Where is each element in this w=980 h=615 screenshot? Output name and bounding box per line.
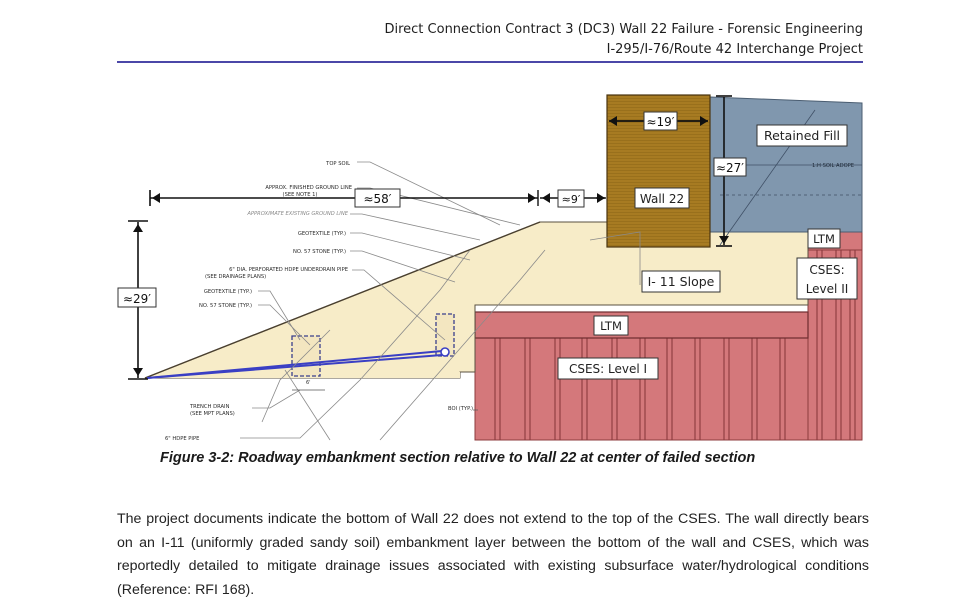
callout-geotextile-1: GEOTEXTILE (TYP.) [298,231,346,237]
body-paragraph: The project documents indicate the botto… [117,511,869,598]
header-title: Direct Connection Contract 3 (DC3) Wall … [384,22,863,37]
header-subtitle: I-295/I-76/Route 42 Interchange Project [606,42,863,57]
callout-hdpe-pipe: 6" HDPE PIPE [165,436,199,442]
dimension-19-label: ≈19′ [646,115,674,129]
document-header: Direct Connection Contract 3 (DC3) Wall … [384,20,863,60]
callout-top-soil: TOP SOIL [325,161,350,167]
region-labels: Wall 22 Retained Fill I- 11 Slope LTM CS… [557,124,858,380]
trench-drain-detail [146,313,455,379]
label-i11-slope: I- 11 Slope [648,274,715,289]
callout-underdrain: 6" DIA. PERFORATED HDPE UNDERDRAIN PIPE [229,267,348,273]
callout-finished-ground-note: (SEE NOTE 1) [283,192,318,198]
dimension-58-label: ≈58′ [363,192,391,206]
label-ltm-lower: LTM [600,319,622,333]
ltm-band-lower [474,311,809,339]
callout-text-group: TOP SOIL APPROX. FINISHED GROUND LINE (S… [165,161,854,442]
callout-stone-2: NO. 57 STONE (TYP.) [199,303,252,309]
label-cses-level-2-line2: Level II [806,282,849,296]
dimension-9ft: ≈9′ [540,189,605,208]
callout-finished-ground: APPROX. FINISHED GROUND LINE [265,185,352,191]
dimension-27-label: ≈27′ [716,161,744,175]
header-divider [117,61,863,63]
dimension-29ft: ≈29′ [117,220,157,380]
callout-boi: BOI (TYP.) [448,406,473,412]
dimension-29-label: ≈29′ [123,292,151,306]
callout-geotextile-2: GEOTEXTILE (TYP.) [204,289,252,295]
label-cses-level-2-line1: CSES: [809,263,844,277]
callout-trench-drain-note: (SEE MPT PLANS) [190,411,235,417]
callout-stone-1: NO. 57 STONE (TYP.) [293,249,346,255]
leader-lines [240,161,641,441]
dimension-9-label: ≈9′ [562,193,581,206]
dimension-19ft: ≈19′ [609,111,708,131]
callout-soil-right: 1:H SOIL ADOPE [812,163,854,169]
embankment-section-figure: TOP SOIL APPROX. FINISHED GROUND LINE (S… [117,94,863,442]
label-wall-22: Wall 22 [640,192,684,206]
body-paragraph-container: The project documents indicate the botto… [117,508,869,602]
label-retained-fill: Retained Fill [764,128,840,143]
label-cses-level-1: CSES: Level I [569,362,647,376]
callout-trench-drain: TRENCH DRAIN [189,404,230,410]
figure-caption: Figure 3-2: Roadway embankment section r… [160,450,756,466]
label-ltm-upper: LTM [813,232,835,246]
spacing-mark: 6' [306,380,311,386]
callout-existing-ground: APPROXIMATE EXISTING GROUND LINE [246,211,348,217]
dimension-58ft: ≈58′ [149,188,539,208]
dimension-27ft: ≈27′ [713,95,747,247]
callout-underdrain-note: (SEE DRAINAGE PLANS) [205,274,266,280]
